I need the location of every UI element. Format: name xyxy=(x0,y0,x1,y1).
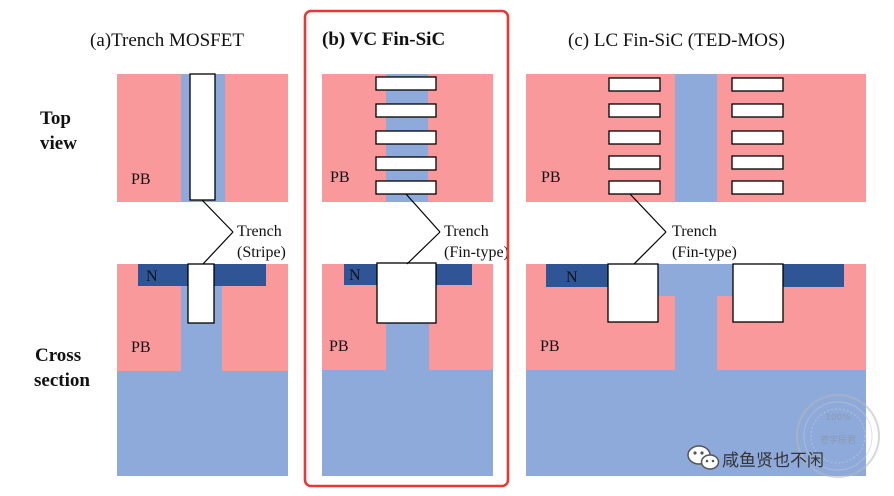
fin-trench-right-2 xyxy=(731,103,784,118)
wechat-icon xyxy=(687,445,720,470)
callout-line-c2 xyxy=(633,231,667,265)
trench-gate xyxy=(187,263,215,324)
fin-trench-3 xyxy=(375,130,437,145)
panel-a-pb-cross: PB xyxy=(131,339,151,356)
panel-c-n-label: N xyxy=(566,269,578,286)
callout-b-line2: (Fin-type) xyxy=(444,244,509,261)
panel-b-cross-section: N PB xyxy=(322,262,493,476)
panel-a-cross-section: N PB xyxy=(117,263,288,476)
fin-trench-left-1 xyxy=(608,77,661,92)
n-lateral-channel xyxy=(658,264,734,296)
fin-trench-right-1 xyxy=(731,77,784,92)
fin-trench-right-5 xyxy=(731,180,784,195)
fin-trench-right-4 xyxy=(731,155,784,170)
panel-a-pb-top: PB xyxy=(131,171,151,188)
fin-trench-left-3 xyxy=(608,130,661,145)
callout-line-b1 xyxy=(405,193,441,233)
stamp-logo: 100% 苍宇辰君 xyxy=(796,394,880,478)
row-label-top-1: Top xyxy=(40,108,71,129)
fin-trench-1 xyxy=(375,76,437,91)
row-label-top-2: view xyxy=(40,133,77,154)
row-label-cross-2: section xyxy=(34,370,90,391)
panel-b-pb-top: PB xyxy=(330,169,350,186)
fin-trench-5 xyxy=(375,180,437,195)
panel-c-title: (c) LC Fin-SiC (TED-MOS) xyxy=(568,30,785,51)
callout-line-b2 xyxy=(406,231,441,265)
callout-a-line2: (Stripe) xyxy=(237,244,286,261)
callout-line-c1 xyxy=(629,193,667,233)
panel-b-top-view: PB xyxy=(322,74,493,202)
fin-trench-2 xyxy=(375,103,437,118)
panel-c-pb-top: PB xyxy=(541,169,561,186)
panel-a-top-view: PB xyxy=(117,73,288,202)
panel-a-title: (a)Trench MOSFET xyxy=(90,30,244,51)
fin-trench-4 xyxy=(375,156,437,171)
highlight-frame xyxy=(303,9,510,488)
panel-c-pb-cross: PB xyxy=(540,338,560,355)
panel-c-top-view: PB xyxy=(526,74,866,202)
svg-text:苍宇辰君: 苍宇辰君 xyxy=(820,434,856,446)
fin-trench-left-4 xyxy=(608,155,661,170)
callout-c-line2: (Fin-type) xyxy=(672,244,737,261)
watermark: 100% 苍宇辰君 咸鱼贤也不闲 xyxy=(687,394,880,478)
svg-text:100%: 100% xyxy=(825,413,851,423)
callout-c-line1: Trench xyxy=(672,223,717,240)
watermark-text: 咸鱼贤也不闲 xyxy=(722,451,824,471)
trench-stripe xyxy=(189,73,216,201)
fin-trench-left-2 xyxy=(608,103,661,118)
fin-trench-left-5 xyxy=(608,180,661,195)
panel-a-n-label: N xyxy=(146,268,158,285)
callout-line-a2 xyxy=(202,231,234,265)
fin-trench-gate xyxy=(376,262,437,324)
fin-trench-gate-left xyxy=(607,263,659,323)
fin-trench-gate-right xyxy=(732,263,784,323)
panel-c-cross-section: N PB xyxy=(526,263,866,476)
callout-a-line1: Trench xyxy=(237,223,282,240)
fin-trench-right-3 xyxy=(731,130,784,145)
panel-b-title: (b) VC Fin-SiC xyxy=(322,29,445,50)
row-label-cross-1: Cross xyxy=(35,345,81,366)
n-drift-stripe xyxy=(675,74,717,202)
callout-b-line1: Trench xyxy=(444,223,489,240)
panel-b-n-label: N xyxy=(349,267,361,284)
callout-line-a1 xyxy=(201,199,234,233)
panel-b-pb-cross: PB xyxy=(329,338,349,355)
